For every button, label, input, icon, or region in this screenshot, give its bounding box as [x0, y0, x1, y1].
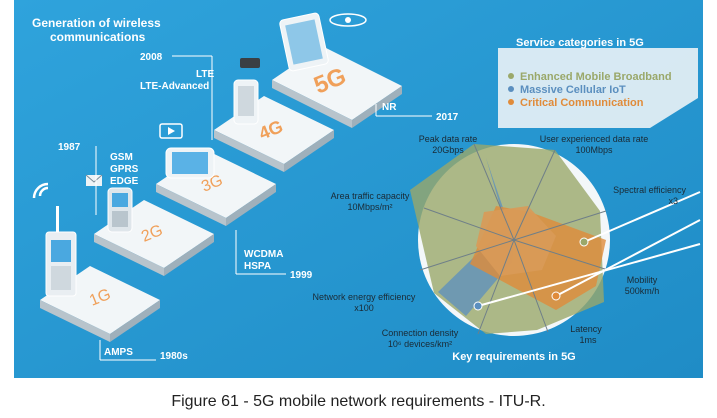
service-categories-panel: Service categories in 5G Enhanced Mobile… [498, 37, 698, 128]
req-latency-name: Latency [570, 324, 602, 334]
tech-3g-hspa: HSPA [244, 261, 271, 272]
iot-pointer-dot [473, 301, 483, 311]
category-pointer-lines [477, 191, 701, 307]
critical-bullet [508, 99, 514, 105]
service-item-critical: Critical Communication [508, 97, 644, 109]
tile-label-1g: 1G [87, 286, 113, 310]
signal-waves-icon [32, 182, 49, 199]
tech-4g-lte-advanced: LTE-Advanced [140, 81, 209, 92]
drone-icon [329, 13, 367, 27]
req-mobility-value: 500km/h [625, 286, 660, 296]
req-area-traffic-value: 10Mbps/m² [347, 202, 392, 212]
vr-headset-icon [240, 58, 260, 68]
req-latency-value: 1ms [579, 335, 597, 345]
requirement-labels: Peak data rate 20Gbps User experienced d… [313, 134, 687, 349]
radar-spokes [419, 143, 609, 335]
tech-4g-lte: LTE [196, 69, 214, 80]
feature-phone-icon [107, 187, 133, 233]
year-connector-lines [95, 55, 432, 361]
service-label-iot: Massive Cellular IoT [520, 84, 626, 96]
tech-1g-amps: AMPS [104, 347, 133, 358]
tile-label-2g: 2G [139, 222, 165, 246]
embb-pointer-dot [579, 237, 589, 247]
year-1g: 1980s [160, 351, 188, 362]
req-area-traffic-name: Area traffic capacity [331, 191, 410, 201]
key-requirements-title: Key requirements in 5G [452, 351, 576, 363]
tech-2g-gsm: GSM [110, 152, 133, 163]
service-categories-title: Service categories in 5G [516, 37, 644, 49]
generation-labels: AMPS 1980s 1987 GSM GPRS EDGE WCDMA HSPA… [58, 52, 459, 362]
year-3g: 1999 [290, 270, 313, 281]
req-spectral-name: Spectral efficiency [613, 185, 686, 195]
tech-2g-edge: EDGE [110, 176, 139, 187]
video-play-icon [159, 123, 183, 139]
req-user-rate-value: 100Mbps [575, 145, 613, 155]
tablet-map-icon [279, 12, 329, 72]
req-spectral-value: x3 [668, 196, 678, 206]
year-4g: 2008 [140, 52, 163, 63]
req-peak-rate-name: Peak data rate [419, 134, 478, 144]
service-item-embb: Enhanced Mobile Broadband [508, 71, 672, 83]
req-density-value: 10⁶ devices/km² [388, 339, 452, 349]
year-5g: 2017 [436, 112, 459, 123]
req-user-rate-name: User experienced data rate [540, 134, 649, 144]
smartphone-3g-icon [165, 147, 215, 179]
service-label-critical: Critical Communication [520, 97, 644, 109]
envelope-icon [85, 174, 103, 186]
figure-caption: Figure 61 - 5G mobile network requiremen… [171, 393, 546, 410]
service-item-iot: Massive Cellular IoT [508, 84, 626, 96]
year-2g: 1987 [58, 142, 81, 153]
req-peak-rate-value: 20Gbps [432, 145, 464, 155]
iot-bullet [508, 86, 514, 92]
service-label-embb: Enhanced Mobile Broadband [520, 71, 672, 83]
req-mobility-name: Mobility [627, 275, 658, 285]
req-density-name: Connection density [382, 328, 459, 338]
tech-3g-wcdma: WCDMA [244, 249, 283, 260]
tech-5g-nr: NR [382, 102, 397, 113]
main-title-line-2: communications [50, 30, 146, 44]
key-requirements-radar [410, 143, 701, 336]
req-energy-name: Network energy efficiency [313, 292, 416, 302]
embb-bullet [508, 73, 514, 79]
brick-phone-icon [45, 206, 77, 297]
tech-2g-gprs: GPRS [110, 164, 139, 175]
phone-devices [32, 12, 367, 297]
main-title-line-1: Generation of wireless [32, 16, 161, 30]
smartphone-4g-icon [233, 79, 259, 125]
critical-pointer-dot [551, 291, 561, 301]
req-energy-value: x100 [354, 303, 374, 313]
